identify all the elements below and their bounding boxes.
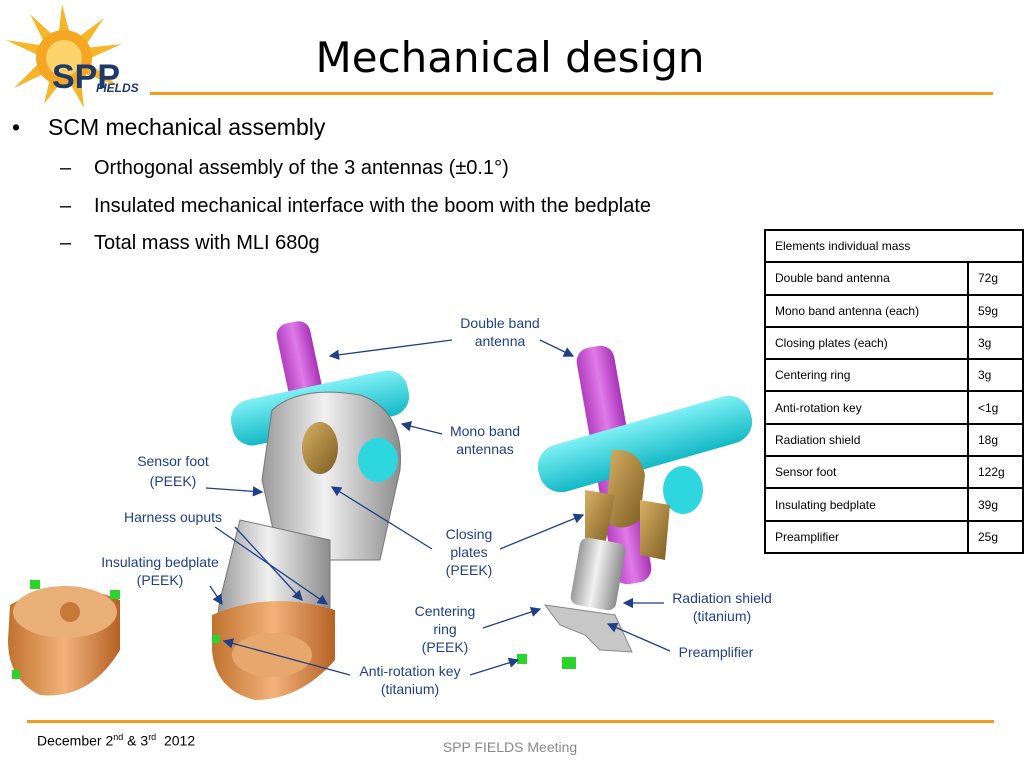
- label-insulating-bedplate: Insulating bedplate: [101, 554, 219, 570]
- bullet-dot-icon: •: [12, 114, 21, 140]
- element-cell: Anti-rotation key: [764, 390, 969, 425]
- footer-date: December 2nd & 3rd 2012: [37, 732, 196, 749]
- left-sensor-assembly: [212, 321, 410, 700]
- label-sensor-foot: Sensor foot: [137, 453, 209, 469]
- table-row: Mono band antenna (each)59g: [764, 293, 1024, 328]
- mass-cell: 25g: [967, 519, 1024, 554]
- label-closing-plates: (PEEK): [446, 562, 493, 578]
- footer-divider: [27, 720, 994, 723]
- mass-cell: 18g: [967, 422, 1024, 458]
- label-centering-ring: (PEEK): [422, 639, 469, 655]
- right-exploded-assembly: [517, 345, 753, 669]
- element-cell: Preamplifier: [764, 519, 969, 554]
- mechanical-figure: Double band antenna Mono band antennas S…: [0, 295, 800, 720]
- label-double-band: antenna: [475, 333, 526, 349]
- mass-cell: 3g: [967, 358, 1024, 393]
- label-mono-band: antennas: [456, 441, 514, 457]
- label-insulating-bedplate: (PEEK): [137, 572, 184, 588]
- dash-icon: –: [60, 157, 72, 179]
- svg-text:FIELDS: FIELDS: [96, 81, 139, 95]
- label-closing-plates: plates: [450, 544, 487, 560]
- title-divider: [150, 92, 993, 95]
- label-preamplifier: Preamplifier: [679, 644, 754, 660]
- dash-icon: –: [60, 232, 72, 254]
- mass-table: Elements individual mass Double band ant…: [764, 228, 1024, 554]
- label-harness: Harness ouputs: [124, 509, 222, 525]
- table-row: Closing plates (each)3g: [764, 325, 1024, 361]
- table-row: Anti-rotation key<1g: [764, 390, 1024, 425]
- label-double-band: Double band: [460, 315, 539, 331]
- mass-cell: 72g: [967, 261, 1024, 296]
- element-cell: Mono band antenna (each): [764, 293, 969, 328]
- element-cell: Closing plates (each): [764, 325, 969, 361]
- mass-cell: 3g: [967, 325, 1024, 361]
- figure-labels: Double band antenna Mono band antennas S…: [101, 315, 772, 697]
- label-mono-band: Mono band: [450, 423, 520, 439]
- element-cell: Double band antenna: [764, 261, 969, 296]
- insulating-bedplate-part: [8, 580, 120, 696]
- mass-cell: 39g: [967, 487, 1024, 522]
- element-cell: Sensor foot: [764, 455, 969, 490]
- label-closing-plates: Closing: [446, 526, 493, 542]
- dash-icon: –: [60, 195, 72, 217]
- element-cell: Insulating bedplate: [764, 487, 969, 522]
- sun-burst-icon: [6, 4, 122, 108]
- label-centering-ring: ring: [433, 621, 456, 637]
- mass-cell: <1g: [967, 390, 1024, 425]
- label-centering-ring: Centering: [415, 603, 476, 619]
- element-cell: Centering ring: [764, 358, 969, 393]
- label-sensor-foot: (PEEK): [150, 473, 197, 489]
- leader-lines: [205, 339, 671, 676]
- label-radiation-shield: (titanium): [693, 608, 751, 624]
- table-header: Elements individual mass: [764, 228, 1024, 264]
- mass-cell: 59g: [967, 293, 1024, 328]
- label-anti-rotation-key: Anti-rotation key: [359, 663, 460, 679]
- table-header-row: Elements individual mass: [764, 228, 1024, 264]
- element-cell: Radiation shield: [764, 422, 969, 458]
- label-anti-rotation-key: (titanium): [381, 681, 439, 697]
- spp-fields-logo: SPP FIELDS: [0, 0, 170, 115]
- svg-text:SPP: SPP: [52, 58, 120, 96]
- label-radiation-shield: Radiation shield: [672, 590, 772, 606]
- footer-meeting-name: SPP FIELDS Meeting: [442, 739, 578, 755]
- mass-cell: 122g: [967, 455, 1024, 490]
- slide-title: Mechanical design: [315, 33, 705, 82]
